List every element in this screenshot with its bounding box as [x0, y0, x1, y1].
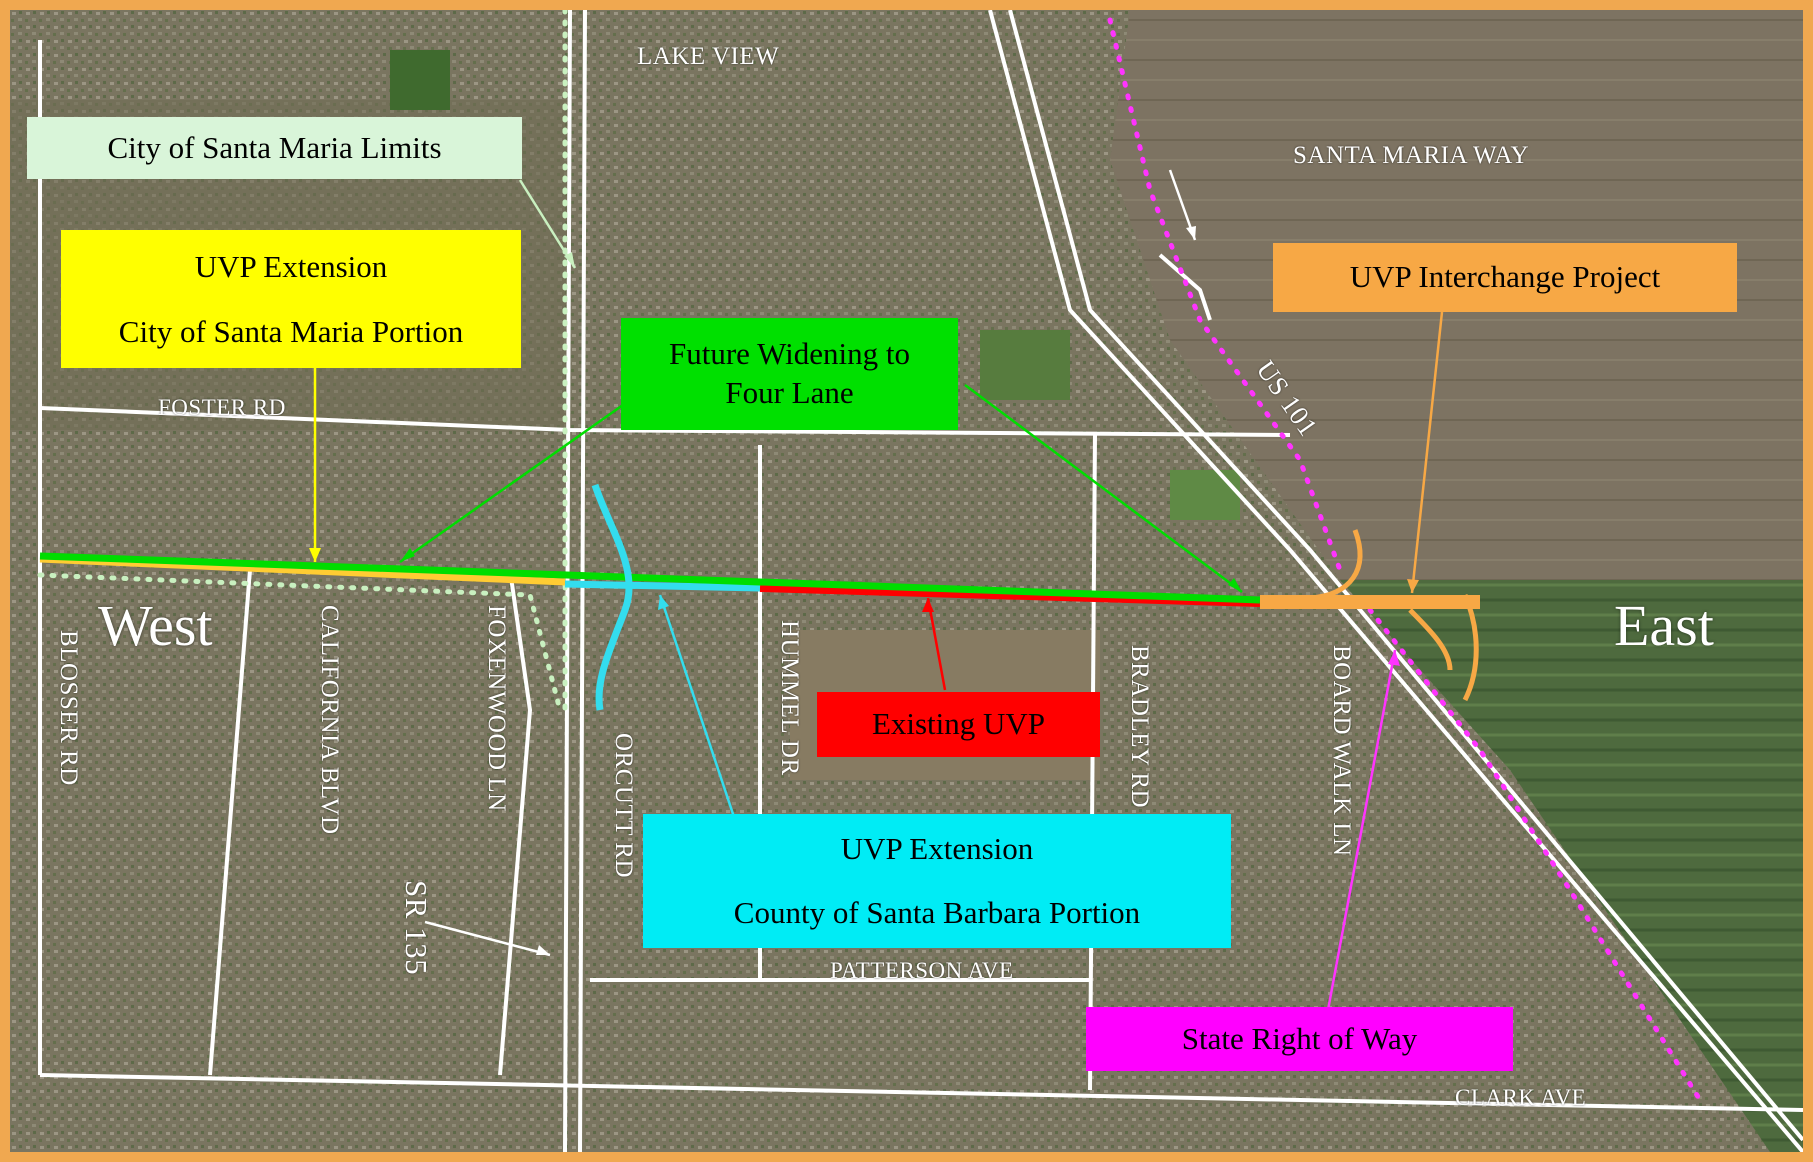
direction-west: West [98, 593, 213, 658]
callout-uvp-extension-county: UVP Extension County of Santa Barbara Po… [643, 814, 1231, 948]
park-field [980, 330, 1070, 400]
uvp-city-segment [39, 555, 566, 586]
callout-uvp-extension-city-line2: City of Santa Maria Portion [118, 314, 464, 349]
callout-existing-uvp: Existing UVP [817, 692, 1100, 757]
arrow-heads [309, 226, 1419, 955]
uvp-county-segment [564, 580, 761, 592]
road-label-foster-rd: FOSTER RD [158, 395, 286, 420]
callout-future-widening: Future Widening to Four Lane [621, 318, 958, 430]
callout-city-limits-text: City of Santa Maria Limits [107, 129, 442, 165]
leader-lines [313, 169, 1444, 1011]
callout-city-limits: City of Santa Maria Limits [27, 117, 522, 179]
callout-interchange-text: UVP Interchange Project [1349, 259, 1661, 295]
road-label-santa-maria-way: SANTA MARIA WAY [1293, 142, 1530, 169]
sports-field [1170, 470, 1240, 520]
callout-state-right-of-way: State Right of Way [1086, 1007, 1513, 1071]
callout-future-widening-line2: Four Lane [725, 375, 854, 410]
callout-state-right-of-way-text: State Right of Way [1181, 1020, 1418, 1056]
road-label-sr135: SR 135 [399, 880, 434, 976]
interchange-graphic [1260, 529, 1480, 702]
callout-existing-uvp-text: Existing UVP [871, 706, 1046, 742]
road-label-patterson-ave: PATTERSON AVE [830, 958, 1014, 983]
callout-uvp-extension-county-line2: County of Santa Barbara Portion [733, 895, 1141, 930]
road-label-board-walk-ln: BOARD WALK LN [1328, 645, 1355, 857]
callout-uvp-extension-city: UVP Extension City of Santa Maria Portio… [61, 230, 521, 368]
road-network [38, 10, 1803, 1152]
road-label-blosser-rd: BLOSSER RD [55, 630, 82, 786]
future-widening-line [39, 552, 1261, 604]
road-label-lake-view: LAKE VIEW [637, 43, 780, 70]
callout-interchange: UVP Interchange Project [1273, 243, 1737, 312]
existing-uvp-segment [759, 584, 1261, 607]
green-field [390, 50, 450, 110]
callout-uvp-extension-county-line1: UVP Extension [840, 831, 1034, 867]
road-label-california-blvd: CALIFORNIA BLVD [316, 605, 343, 835]
callout-future-widening-line1: Future Widening to [669, 336, 910, 372]
crop-fields-east [1340, 580, 1803, 1152]
state-row-line [1107, 17, 1703, 1103]
direction-east: East [1614, 593, 1714, 658]
city-limits-line [37, 10, 568, 713]
road-label-bradley-rd: BRADLEY RD [1126, 645, 1153, 809]
road-label-clark-ave: CLARK AVE [1455, 1085, 1587, 1110]
road-label-hummel-dr: HUMMEL DR [776, 620, 803, 776]
uvp-county-connector [591, 483, 633, 711]
callout-uvp-extension-city-line1: UVP Extension [194, 248, 388, 284]
road-label-orcutt-rd: ORCUTT RD [610, 733, 637, 879]
road-label-foxenwood-ln: FOXENWOOD LN [483, 605, 510, 812]
